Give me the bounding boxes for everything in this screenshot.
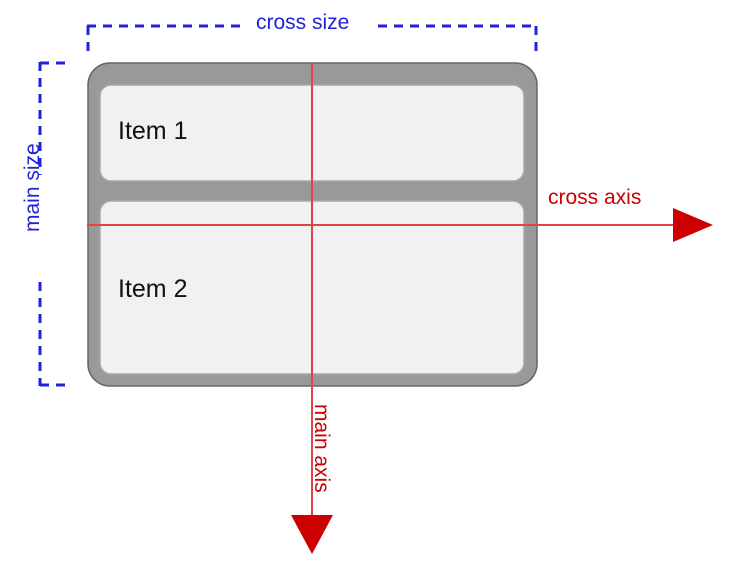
main-size-bracket <box>38 61 68 387</box>
main-axis-arrow <box>291 63 333 554</box>
cross-size-label: cross size <box>256 11 350 34</box>
cross-axis-arrowhead <box>673 208 713 242</box>
flex-item-1-label: Item 1 <box>118 117 188 145</box>
flex-item-2-label: Item 2 <box>118 275 188 303</box>
cross-size-bracket <box>86 24 538 52</box>
cross-axis-label: cross axis <box>548 186 642 209</box>
main-axis-arrowhead <box>291 515 333 554</box>
cross-axis-arrow <box>87 208 713 242</box>
main-axis-label: main axis <box>310 404 333 493</box>
main-size-label: main size <box>21 143 44 232</box>
